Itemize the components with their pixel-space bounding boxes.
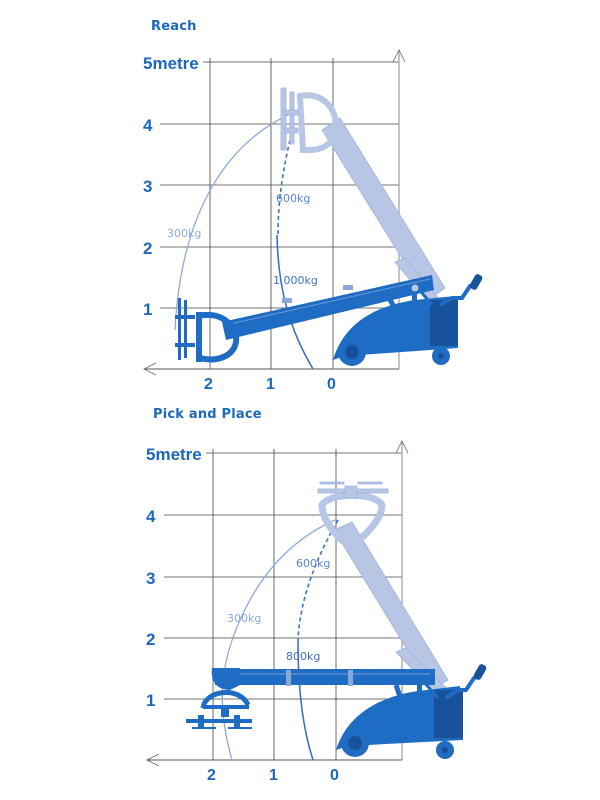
reach-y-tick-2: 2: [143, 239, 152, 258]
reach-diagram: 5metre 4 3 2 1 2 1 0 300kg 600kg 1.000kg: [143, 49, 483, 393]
reach-y-tick-4: 4: [143, 116, 153, 135]
reach-x-tick-2: 2: [204, 376, 213, 393]
reach-x-tick-1: 1: [266, 376, 275, 393]
reach-machine: [175, 274, 483, 366]
reach-curve-600kg: [277, 139, 291, 236]
pick-machine: [186, 664, 487, 759]
pick-x-tick-0: 0: [330, 767, 339, 784]
pick-y-tick-1: 1: [146, 691, 155, 710]
pick-y-tick-3: 3: [146, 569, 155, 588]
pick-title: Pick and Place: [153, 407, 262, 422]
pick-label-600kg: 600kg: [296, 557, 330, 570]
reach-y-tick-1: 1: [143, 300, 152, 319]
reach-title: Reach: [151, 19, 197, 34]
pick-x-tick-2: 2: [207, 767, 216, 784]
reach-y-tick-3: 3: [143, 177, 152, 196]
pick-curve-800kg: [297, 639, 314, 761]
reach-label-1000kg: 1.000kg: [273, 274, 318, 287]
pick-label-300kg: 300kg: [227, 612, 261, 625]
reach-x-tick-0: 0: [327, 376, 336, 393]
reach-curve-300kg: [174, 114, 289, 331]
pick-label-800kg: 800kg: [286, 650, 320, 663]
reach-label-300kg: 300kg: [167, 227, 201, 240]
pick-ghost-arm: [317, 481, 449, 695]
reach-y-tick-5: 5metre: [143, 54, 199, 73]
pick-x-tick-1: 1: [269, 767, 278, 784]
pick-y-tick-4: 4: [146, 507, 156, 526]
pick-y-tick-5: 5metre: [146, 445, 202, 464]
pick-y-tick-2: 2: [146, 630, 155, 649]
reach-label-600kg: 600kg: [276, 192, 310, 205]
